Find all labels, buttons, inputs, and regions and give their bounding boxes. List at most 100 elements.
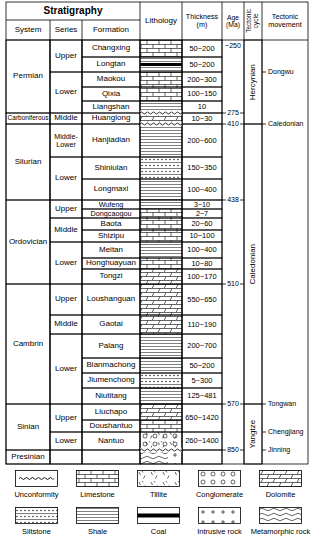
cell-text: 100~400 [187, 246, 216, 254]
legend-item: Dolomite [250, 489, 311, 500]
legend-item: Unconformity [6, 489, 67, 500]
cell-border [140, 358, 182, 373]
unconformity-gap [141, 122, 182, 127]
table-cell: 10~100 [182, 230, 222, 242]
legend-label: Limestone [80, 491, 115, 499]
cell-border [82, 284, 140, 315]
sample-box [16, 471, 58, 487]
table-cell: Lower [50, 432, 82, 450]
table-cell: 100~150 [182, 87, 222, 101]
table-cell: Tectonic cycle [244, 2, 262, 40]
cell-text: Upper [55, 295, 77, 303]
cell-border [140, 388, 182, 404]
cell-text: Silurian [15, 158, 42, 166]
movement-label: Chengjiang [267, 428, 304, 435]
cell-border [182, 258, 222, 269]
table-cell: Upper [50, 284, 82, 315]
cell-text: Huanglong [92, 114, 131, 122]
lithology-fill [140, 157, 182, 179]
cell-text: Shiniulan [95, 164, 128, 172]
cell-text: Lower [55, 365, 77, 373]
cell-text: Nantuo [98, 437, 124, 445]
cell-border [82, 87, 140, 101]
table-cell: Hanjiadian [82, 124, 140, 157]
cell-border [82, 72, 140, 87]
table-cell: Tongwan [267, 399, 308, 409]
table-cell: 5~300 [182, 373, 222, 388]
cell-border [182, 113, 222, 124]
table-cell: Longtan [82, 57, 140, 72]
cell-text: 125~481 [187, 392, 216, 400]
cell-border [50, 404, 82, 432]
cell-border [82, 40, 140, 57]
movement-label: Tongwan [267, 400, 297, 407]
legend-sample [198, 470, 241, 487]
coal-sample [138, 514, 180, 518]
table-cell: 260~1400 [182, 432, 222, 450]
legend-item: Conglomerate [189, 489, 250, 500]
cell-text: Upper [55, 414, 77, 422]
cell-border [50, 157, 82, 200]
table-cell: Thickness (m) [182, 2, 222, 40]
cell-text: Loushanguan [87, 295, 136, 303]
table-cell: Presinian [6, 450, 50, 464]
cell-text: Stratigraphy [44, 6, 103, 17]
cell-border [82, 230, 140, 242]
cell-border [140, 242, 182, 258]
cell-text: Shizipu [98, 232, 124, 240]
legend-swatch [15, 507, 58, 524]
lithology-fill [140, 269, 182, 284]
lithology-fill [140, 230, 182, 242]
cell-border [182, 200, 222, 209]
cell-border [182, 72, 222, 87]
cell-border [182, 230, 222, 242]
table-cell: 110~190 [182, 315, 222, 334]
pattern-sample [77, 508, 119, 524]
cell-text: Honghuayuan [86, 259, 136, 267]
cell-text: Tectonic movement [262, 13, 308, 28]
unconformity-line [140, 112, 182, 114]
age-label: 570 [226, 400, 240, 407]
cell-border [82, 242, 140, 258]
cell-text: Qixia [102, 90, 120, 98]
table-cell: Honghuayuan [82, 258, 140, 269]
table-cell: 650~1420 [182, 404, 222, 432]
table-cell: Tectonic movement [262, 2, 308, 40]
table-cell: Upper [50, 40, 82, 72]
age-label: 438 [226, 196, 240, 203]
cell-text: Longmaxi [94, 185, 129, 193]
legend-swatch [198, 470, 241, 487]
table-cell: Palang [82, 334, 140, 358]
legend-label: Siltstone [22, 528, 51, 536]
legend-swatch [259, 507, 302, 524]
cell-text: Caledonian [249, 244, 257, 284]
grid-line [262, 404, 266, 405]
table-cell: Series [50, 20, 82, 40]
cell-border [182, 101, 222, 113]
unconformity-line [140, 449, 182, 451]
cell-text: 10~100 [189, 232, 214, 240]
cell-text: Upper [55, 205, 77, 213]
cell-text: Lower [55, 174, 77, 182]
lithology-fill [140, 388, 182, 404]
legend-item: Metamorphic rock [250, 526, 311, 537]
pattern-sample [199, 508, 241, 524]
cell-text: Lower [55, 437, 77, 445]
legend-item: Shale [67, 526, 128, 537]
cell-border [82, 420, 140, 432]
table-cell: Chengjiang [267, 427, 308, 437]
table-cell: Loushanguan [82, 284, 140, 315]
lithology-fill [140, 87, 182, 101]
lithology-fill [140, 334, 182, 358]
age-label: 850 [226, 446, 240, 453]
cell-border [140, 258, 182, 269]
cell-border [50, 450, 82, 464]
cell-border [182, 209, 222, 218]
table-cell: 200~600 [182, 124, 222, 157]
cell-border [6, 40, 50, 113]
table-cell: Sinian [6, 404, 50, 450]
cell-border [50, 40, 82, 72]
cell-border [140, 157, 182, 179]
lithology-fill [140, 218, 182, 230]
movement-label: Jinning [267, 446, 291, 453]
